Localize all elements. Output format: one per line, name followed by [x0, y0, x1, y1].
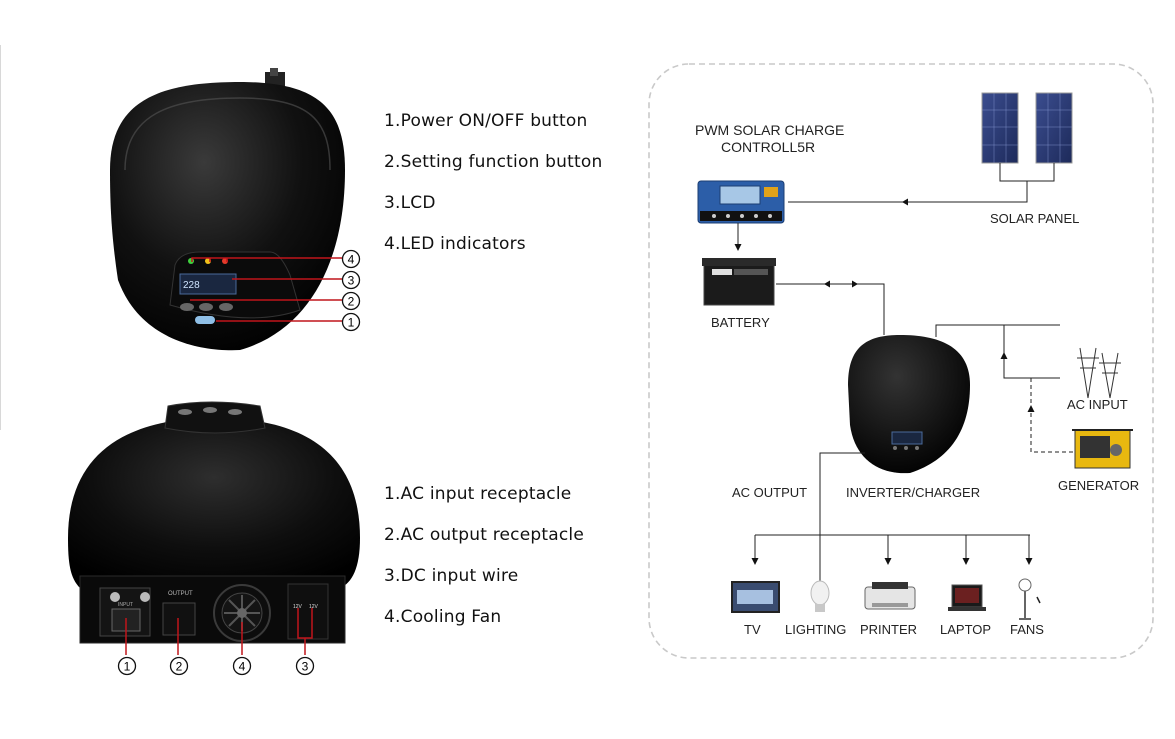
inverter-front-image: 228 — [110, 68, 345, 351]
load-label-lighting: LIGHTING — [785, 622, 847, 637]
rear-callout-3-number: 3 — [302, 660, 309, 674]
inverter-rear-image: INPUT OUTPUT 12V 12V — [68, 401, 360, 644]
rear-callout-2-number: 2 — [176, 660, 183, 674]
battery-icon — [702, 258, 776, 306]
generator-icon — [1072, 429, 1133, 469]
rear-callout-3: 3 — [295, 656, 315, 681]
ac-output-label: AC OUTPUT — [732, 485, 808, 500]
ac-input-label: AC INPUT — [1067, 397, 1128, 412]
front-legend-item-2: 2.Setting function button — [384, 152, 603, 172]
controller-title-line-2: CONTROLL5R — [721, 139, 816, 155]
solar-panel-label: SOLAR PANEL — [990, 211, 1080, 226]
front-callout-1: 1 — [341, 312, 361, 337]
laptop-icon — [948, 584, 986, 611]
rear-callout-2: 2 — [169, 656, 189, 681]
front-callout-lines — [190, 257, 342, 322]
rear-callout-lines — [125, 608, 313, 655]
rear-callout-1-number: 1 — [124, 660, 131, 674]
front-callout-1-number: 1 — [348, 316, 355, 330]
front-callout-3: 3 — [341, 270, 361, 295]
diagram-dashed-frame — [648, 63, 1154, 659]
rear-legend-item-3: 3.DC input wire — [384, 566, 519, 586]
rear-callout-4: 4 — [232, 656, 252, 681]
load-label-laptop: LAPTOP — [940, 622, 992, 637]
rear-legend-item-2: 2.AC output receptacle — [384, 525, 584, 545]
charge-controller-icon — [697, 180, 785, 224]
front-callout-2-number: 2 — [348, 295, 355, 309]
front-callout-4-number: 4 — [348, 253, 355, 267]
generator-label: GENERATOR — [1058, 478, 1140, 493]
rear-callout-4-number: 4 — [239, 660, 246, 674]
controller-title-line-1: PWM SOLAR CHARGE — [695, 122, 845, 138]
front-legend-item-4: 4.LED indicators — [384, 234, 526, 254]
left-divider — [0, 45, 1, 430]
output-marking: OUTPUT — [168, 591, 193, 597]
solar-panel-icon — [981, 92, 1073, 164]
input-marking: INPUT — [118, 602, 133, 608]
light-bulb-icon — [810, 580, 830, 612]
tv-icon — [731, 581, 780, 613]
fan-icon — [1018, 578, 1041, 620]
rear-callout-1: 1 — [117, 656, 137, 681]
load-label-tv: TV — [744, 622, 761, 637]
inverter-charger-label: INVERTER/CHARGER — [846, 485, 981, 500]
front-legend-item-3: 3.LCD — [384, 193, 436, 213]
load-label-printer: PRINTER — [860, 622, 918, 637]
inverter-charger-icon — [848, 335, 970, 474]
front-legend-item-1: 1.Power ON/OFF button — [384, 111, 588, 131]
wiring-diagram — [648, 63, 1154, 659]
printer-icon — [864, 582, 916, 610]
rear-legend-item-1: 1.AC input receptacle — [384, 484, 572, 504]
dc-12v-label-a: 12V — [293, 604, 303, 610]
front-callout-4: 4 — [341, 249, 361, 274]
dc-12v-label-b: 12V — [309, 604, 319, 610]
lcd-reading: 228 — [183, 280, 200, 291]
rear-legend-item-4: 4.Cooling Fan — [384, 607, 502, 627]
power-tower-icon — [1077, 347, 1121, 399]
load-label-fans: FANS — [1010, 622, 1044, 637]
front-callout-3-number: 3 — [348, 274, 355, 288]
front-callout-2: 2 — [341, 291, 361, 316]
battery-label: BATTERY — [711, 315, 770, 330]
